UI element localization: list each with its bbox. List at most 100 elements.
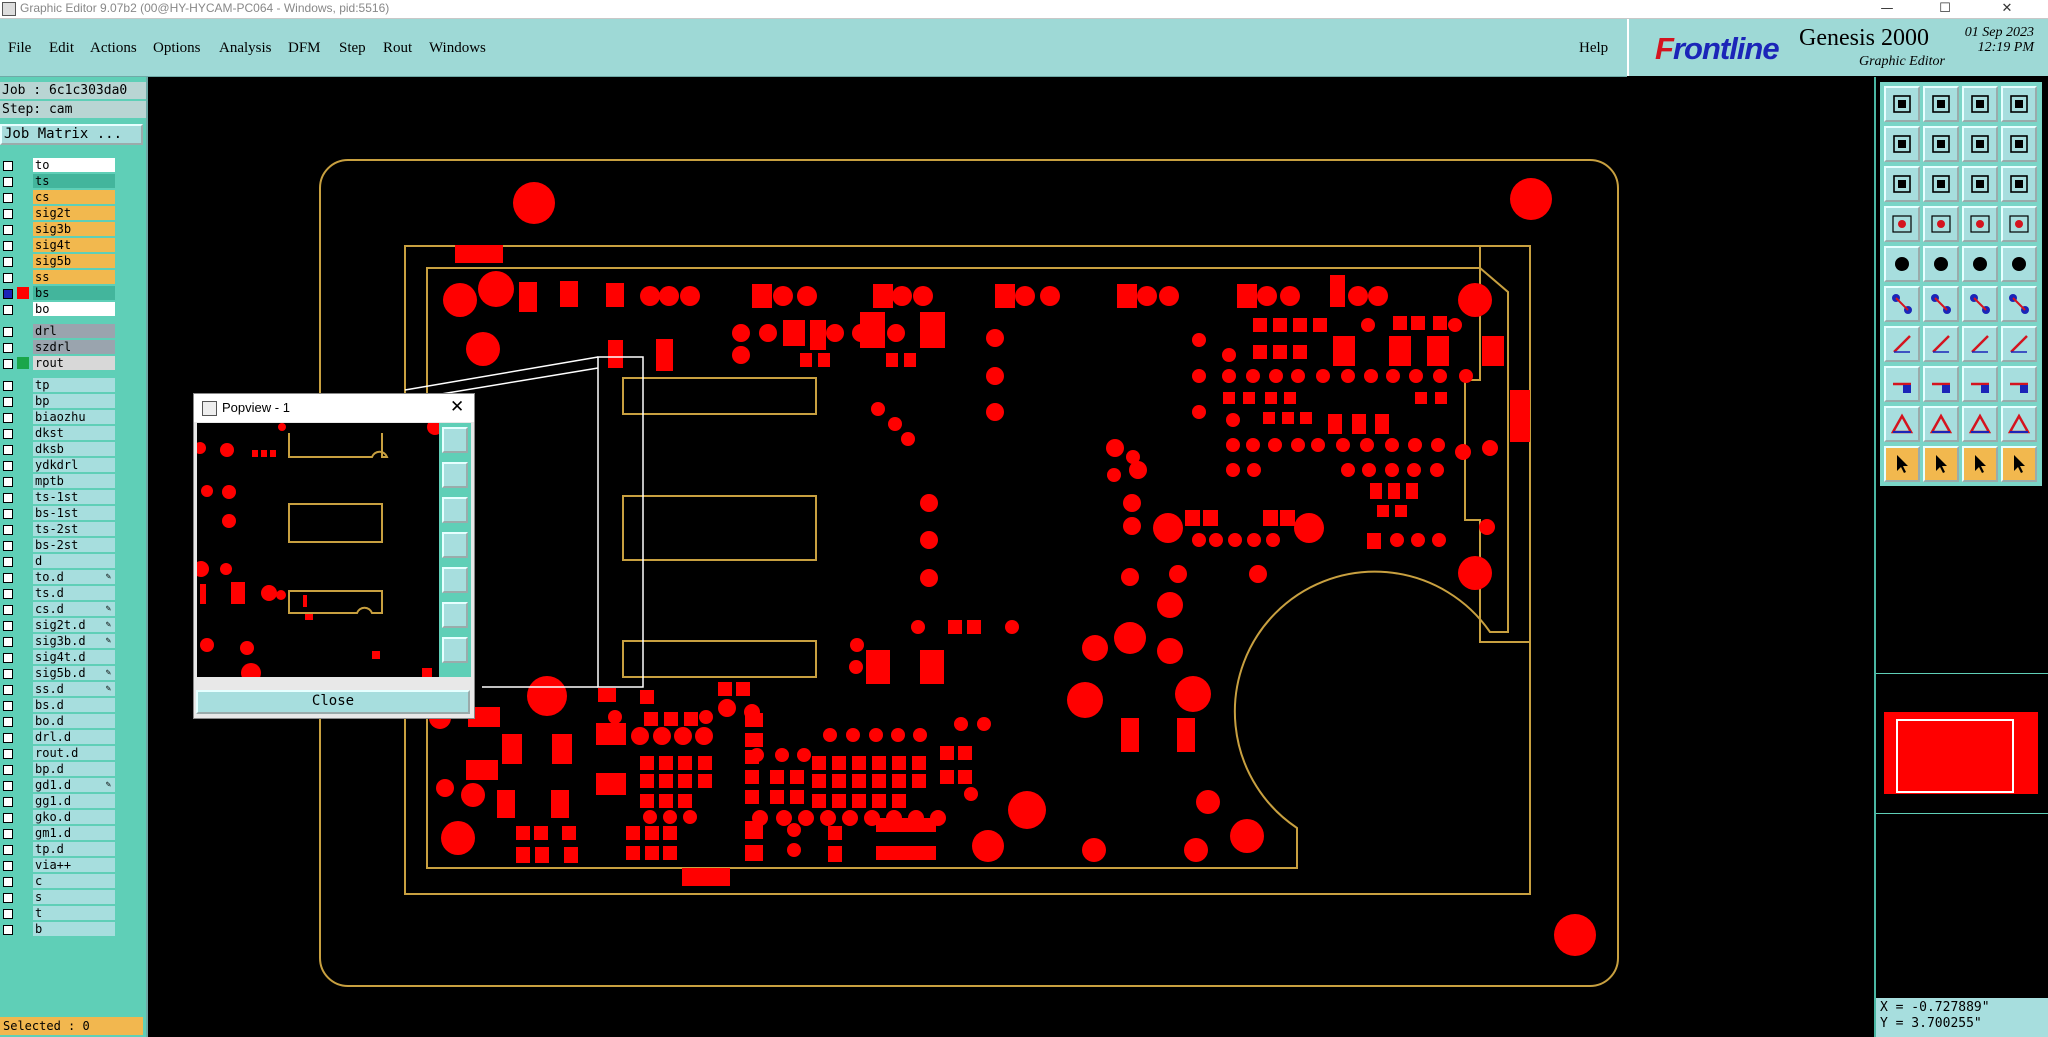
rotate-tool-button[interactable] [2001,326,2037,362]
layer-name[interactable]: b [33,922,115,936]
layer-name[interactable]: rout.d [33,746,115,760]
layer-checkbox[interactable] [3,273,13,283]
measure-tool-button[interactable] [2001,206,2037,242]
layer-name[interactable]: ts-1st [33,490,115,504]
layer-row[interactable]: bs-2st [0,538,118,553]
layer-row[interactable]: c [0,874,118,889]
layer-row[interactable]: rout.d [0,746,118,761]
layer-row[interactable]: bp [0,394,118,409]
layer-name[interactable]: sig2t.d✎ [33,618,115,632]
layer-name[interactable]: rout [33,356,115,370]
popview-pan-down-button[interactable] [442,497,468,523]
popview-canvas[interactable] [197,423,439,677]
layer-name[interactable]: t [33,906,115,920]
layer-row[interactable]: ss [0,270,118,285]
layer-checkbox[interactable] [3,327,13,337]
layer-checkbox[interactable] [3,445,13,455]
layer-row[interactable]: s [0,890,118,905]
menu-windows[interactable]: Windows [429,40,486,56]
curve-tool-button[interactable] [2001,286,2037,322]
popview-zoom-out-button[interactable] [442,637,468,663]
menu-rout[interactable]: Rout [383,40,413,56]
layer-checkbox[interactable] [3,653,13,663]
layer-name[interactable]: gg1.d [33,794,115,808]
layer-checkbox[interactable] [3,733,13,743]
help-query-button[interactable] [2001,166,2037,202]
cross-mark-button[interactable] [1923,286,1959,322]
layer-row[interactable]: sig4t [0,238,118,253]
layer-checkbox[interactable] [3,765,13,775]
layer-row[interactable]: rout [0,356,118,371]
layer-row[interactable]: sig4t.d [0,650,118,665]
resize-box-button[interactable] [1962,366,1998,402]
triangle-red-button[interactable] [1884,406,1920,442]
popview-zoom-in-button[interactable] [442,427,468,453]
layer-checkbox[interactable] [3,241,13,251]
select-feature-button[interactable] [1923,446,1959,482]
layer-checkbox[interactable] [3,381,13,391]
layer-row[interactable]: bo [0,302,118,317]
layer-checkbox[interactable] [3,717,13,727]
layer-row[interactable]: gg1.d [0,794,118,809]
layer-name[interactable]: sig5b [33,254,115,268]
minimize-button[interactable]: — [1880,1,1894,16]
layer-name[interactable]: dkst [33,426,115,440]
line-blue-button[interactable] [1923,326,1959,362]
layer-name[interactable]: gko.d [33,810,115,824]
layer-name[interactable]: drl [33,324,115,338]
popview-pan-right-button[interactable] [442,567,468,593]
select-arrow-button[interactable] [1884,446,1920,482]
layer-checkbox[interactable] [3,749,13,759]
layer-checkbox[interactable] [3,605,13,615]
layer-checkbox[interactable] [3,429,13,439]
layer-row[interactable]: dkst [0,426,118,441]
layer-row[interactable]: mptb [0,474,118,489]
layer-name[interactable]: via++ [33,858,115,872]
close-window-button[interactable]: ✕ [2001,1,2013,16]
layer-row[interactable]: bo.d [0,714,118,729]
horizontal-line-button[interactable] [1923,366,1959,402]
layer-checkbox[interactable] [3,541,13,551]
layer-checkbox[interactable] [3,685,13,695]
layer-name[interactable]: sig5b.d✎ [33,666,115,680]
layer-row[interactable]: ydkdrl [0,458,118,473]
layer-checkbox[interactable] [3,209,13,219]
layer-checkbox[interactable] [3,225,13,235]
layer-row[interactable]: via++ [0,858,118,873]
layer-name[interactable]: bs.d [33,698,115,712]
fill-pad-button[interactable] [2001,246,2037,282]
layer-name[interactable]: to [33,158,115,172]
layer-name[interactable]: drl.d [33,730,115,744]
layer-checkbox[interactable] [3,177,13,187]
layer-row[interactable]: t [0,906,118,921]
layer-row[interactable]: gd1.d✎ [0,778,118,793]
layer-name[interactable]: mptb [33,474,115,488]
layer-name[interactable]: gd1.d✎ [33,778,115,792]
layer-row[interactable]: tp [0,378,118,393]
layer-row[interactable]: to.d✎ [0,570,118,585]
layer-row[interactable]: tp.d [0,842,118,857]
layer-name[interactable]: sig4t.d [33,650,115,664]
layer-checkbox[interactable] [3,477,13,487]
layer-row[interactable]: dksb [0,442,118,457]
layer-name[interactable]: ts-2st [33,522,115,536]
layer-checkbox[interactable] [3,701,13,711]
layer-name[interactable]: cs [33,190,115,204]
zoom-prev-button[interactable] [1962,126,1998,162]
layer-checkbox[interactable] [3,861,13,871]
layer-checkbox[interactable] [3,413,13,423]
layer-name[interactable]: biaozhu [33,410,115,424]
select-rotate-button[interactable] [1962,446,1998,482]
layer-row[interactable]: sig3b.d✎ [0,634,118,649]
layer-row[interactable]: bs.d [0,698,118,713]
layer-row[interactable]: bs [0,286,118,301]
layer-checkbox[interactable] [3,621,13,631]
layer-name[interactable]: ydkdrl [33,458,115,472]
layer-name[interactable]: tp.d [33,842,115,856]
layer-name[interactable]: c [33,874,115,888]
layer-checkbox[interactable] [3,877,13,887]
open-job-button[interactable] [1884,86,1920,122]
popview-pan-left-button[interactable] [442,532,468,558]
group-select-button[interactable] [2001,366,2037,402]
layer-name[interactable]: ts.d [33,586,115,600]
